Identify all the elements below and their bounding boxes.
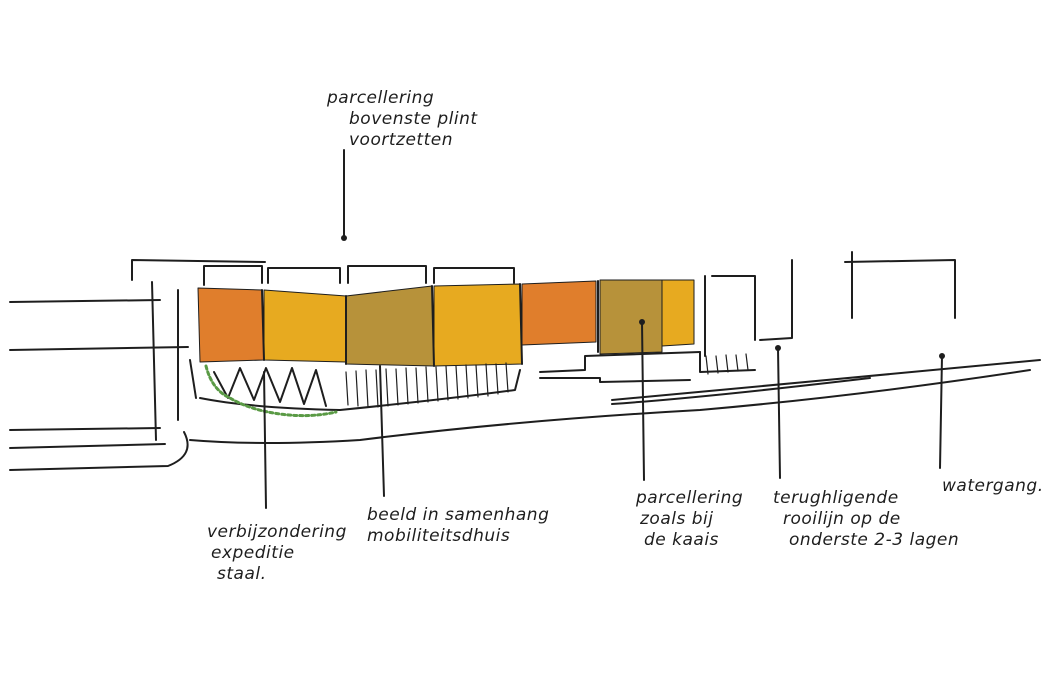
green-hedge [204,364,338,418]
ground-hatch [345,353,749,408]
annotation-setback-frontage: terughligende rooilijn op de onderste 2-… [773,488,959,551]
annotation-line: terughligende [773,488,899,508]
steel-zigzag [213,367,327,407]
panel-orange-1 [197,287,265,363]
panel-ochre-1 [345,285,435,367]
annotation-line: staal. [217,564,267,584]
roof-bays [203,251,956,357]
leader-lines [263,149,943,509]
annotation-line: onderste 2-3 lagen [789,530,960,550]
annotation-line: bovenste plint [349,109,478,129]
street-lines [189,351,1041,444]
annotation-line: parcellering [636,488,744,508]
panel-orange-2 [521,280,597,346]
annotation-top-parcellering: parcellering bovenste plint voortzetten [327,88,478,151]
annotation-line: rooilijn op de [783,509,901,529]
annotation-mobility-hub: beeld in samenhang mobiliteitsdhuis [367,505,549,547]
annotation-line: mobiliteitsdhuis [367,526,511,546]
annotation-watergang: watergang. [942,476,1044,497]
panel-yellow-2 [433,283,523,367]
annotation-line: zoals bij [640,509,714,529]
leader-dots [341,235,945,359]
panel-dividers [261,280,599,367]
annotation-line: expeditie [211,543,295,563]
plint-panels [197,279,695,367]
annotation-line: beeld in samenhang [367,505,550,525]
annotation-line: voortzetten [349,130,453,150]
panel-yellow-3 [661,279,695,347]
annotation-line: verbijzondering [207,522,347,542]
panel-ochre-2 [599,279,663,355]
annotation-steel-expedition: verbijzondering expeditie staal. [207,522,347,585]
left-building-outline [9,259,266,471]
annotation-line: watergang. [942,476,1044,496]
panel-yellow-1 [263,289,347,363]
annotation-line: parcellering [327,88,435,108]
annotation-line: de kaais [644,530,719,550]
annotation-parcellering-kaais: parcellering zoals bij de kaais [636,488,743,551]
